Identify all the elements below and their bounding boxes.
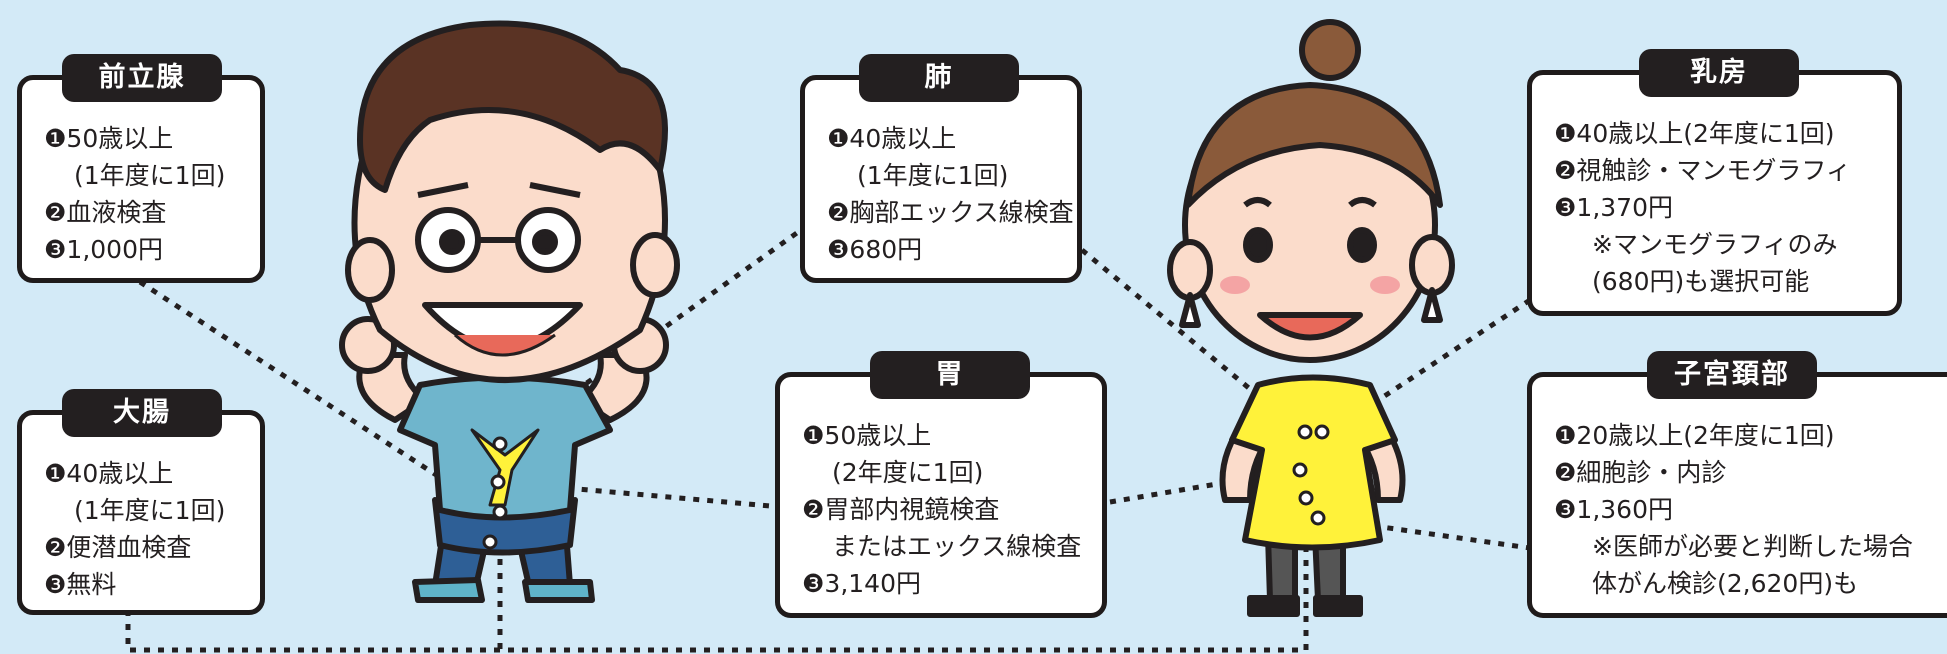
card-line: ❷便潜血検査 (44, 533, 192, 562)
card-line: ❷視触診・マンモグラフィ (1554, 156, 1851, 185)
connector-nodes (482, 424, 1330, 550)
card-line: ※マンモグラフィのみ (1592, 230, 1838, 259)
card-title: 前立腺 (62, 54, 222, 102)
card-line: ※医師が必要と判断した場合 (1592, 532, 1913, 561)
card-title: 乳房 (1639, 49, 1799, 97)
card-line: ❸3,140円 (802, 569, 921, 598)
card-line: ❷血液検査 (44, 198, 167, 227)
card-line: ❶40歳以上 (44, 459, 174, 488)
card-title: 肺 (859, 54, 1019, 102)
card-line: ❸1,370円 (1554, 193, 1673, 222)
card-line: 体がん検診(2,620円)も (1592, 569, 1859, 598)
card-prostate: 前立腺 ❶50歳以上 (1年度に1回) ❷血液検査 ❸1,000円 (17, 54, 265, 283)
card-colon: 大腸 ❶40歳以上 (1年度に1回) ❷便潜血検査 ❸無料 (17, 389, 265, 615)
card-line: ❸680円 (827, 235, 923, 264)
card-line: またはエックス線検査 (832, 532, 1082, 561)
card-line: ❶50歳以上 (44, 124, 174, 153)
card-breast: 乳房 ❶40歳以上(2年度に1回) ❷視触診・マンモグラフィ ❸1,370円 ※… (1527, 49, 1902, 316)
man-character (339, 20, 680, 603)
card-cervix: 子宮頚部 ❶20歳以上(2年度に1回) ❷細胞診・内診 ❸1,360円 ※医師が… (1527, 351, 1947, 618)
card-line: ❷細胞診・内診 (1554, 458, 1727, 487)
card-line: (2年度に1回) (832, 458, 984, 487)
card-line: ❸1,000円 (44, 235, 163, 264)
card-lung: 肺 ❶40歳以上 (1年度に1回) ❷胸部エックス線検査 ❸680円 (800, 54, 1082, 283)
card-line: ❸1,360円 (1554, 495, 1673, 524)
card-line: ❶40歳以上(2年度に1回) (1554, 119, 1835, 148)
card-line: (1年度に1回) (74, 161, 226, 190)
card-line: ❶40歳以上 (827, 124, 957, 153)
card-line: ❸無料 (44, 570, 117, 599)
card-stomach: 胃 ❶50歳以上 (2年度に1回) ❷胃部内視鏡検査 またはエックス線検査 ❸3… (775, 351, 1107, 618)
card-title: 大腸 (62, 389, 222, 437)
card-line: (680円)も選択可能 (1592, 267, 1810, 296)
card-line: (1年度に1回) (74, 496, 226, 525)
card-line: ❶50歳以上 (802, 421, 932, 450)
card-line: ❷胃部内視鏡検査 (802, 495, 1000, 524)
woman-character (1167, 19, 1455, 617)
card-line: ❶20歳以上(2年度に1回) (1554, 421, 1835, 450)
card-line: ❷胸部エックス線検査 (827, 198, 1074, 227)
card-title: 子宮頚部 (1647, 351, 1817, 399)
card-title: 胃 (870, 351, 1030, 399)
card-line: (1年度に1回) (857, 161, 1009, 190)
